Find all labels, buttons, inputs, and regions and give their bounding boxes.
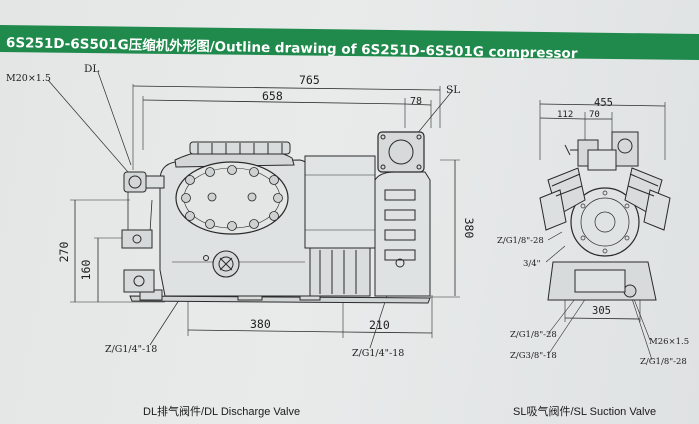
label-sl: SL [446,84,460,96]
suction-valve-caption: SL吸气阀件/SL Suction Valve [513,406,657,418]
label-zg18-28-left: Z/G1/8"-28 [497,236,544,246]
title-band [0,25,699,60]
label-three-quarter: 3/4" [523,259,541,269]
label-zg-left: Z/G1/4"-18 [105,344,157,355]
title-banner: 6S251D-6S501G压缩机外形图/Outline drawing of 6… [0,0,699,62]
dim-305: 305 [592,305,611,317]
dim-380-vertical: 380 [462,218,476,239]
label-zg38-18: Z/G3/8"-18 [510,351,557,361]
label-zg18-28-right: Z/G1/8"-28 [640,357,687,367]
label-m20: M20×1.5 [6,73,51,84]
discharge-valve-caption: DL排气阀件/DL Discharge Valve [143,406,301,418]
dim-380-horizontal: 380 [250,317,271,331]
label-m26: M26×1.5 [649,337,689,347]
dim-112: 112 [557,110,573,120]
dim-270: 270 [57,242,71,263]
dim-658: 658 [262,89,283,103]
dim-160: 160 [79,260,93,281]
side-view [47,71,460,349]
dim-78: 78 [410,96,422,107]
dim-70: 70 [589,110,600,120]
end-view [539,100,671,361]
label-dl: DL [84,63,99,75]
label-zg-right: Z/G1/4"-18 [352,348,404,359]
dim-210: 210 [369,318,390,332]
dim-765: 765 [299,73,320,87]
label-zg18-28-bottom: Z/G1/8"-28 [510,330,557,340]
dim-455: 455 [594,97,613,109]
